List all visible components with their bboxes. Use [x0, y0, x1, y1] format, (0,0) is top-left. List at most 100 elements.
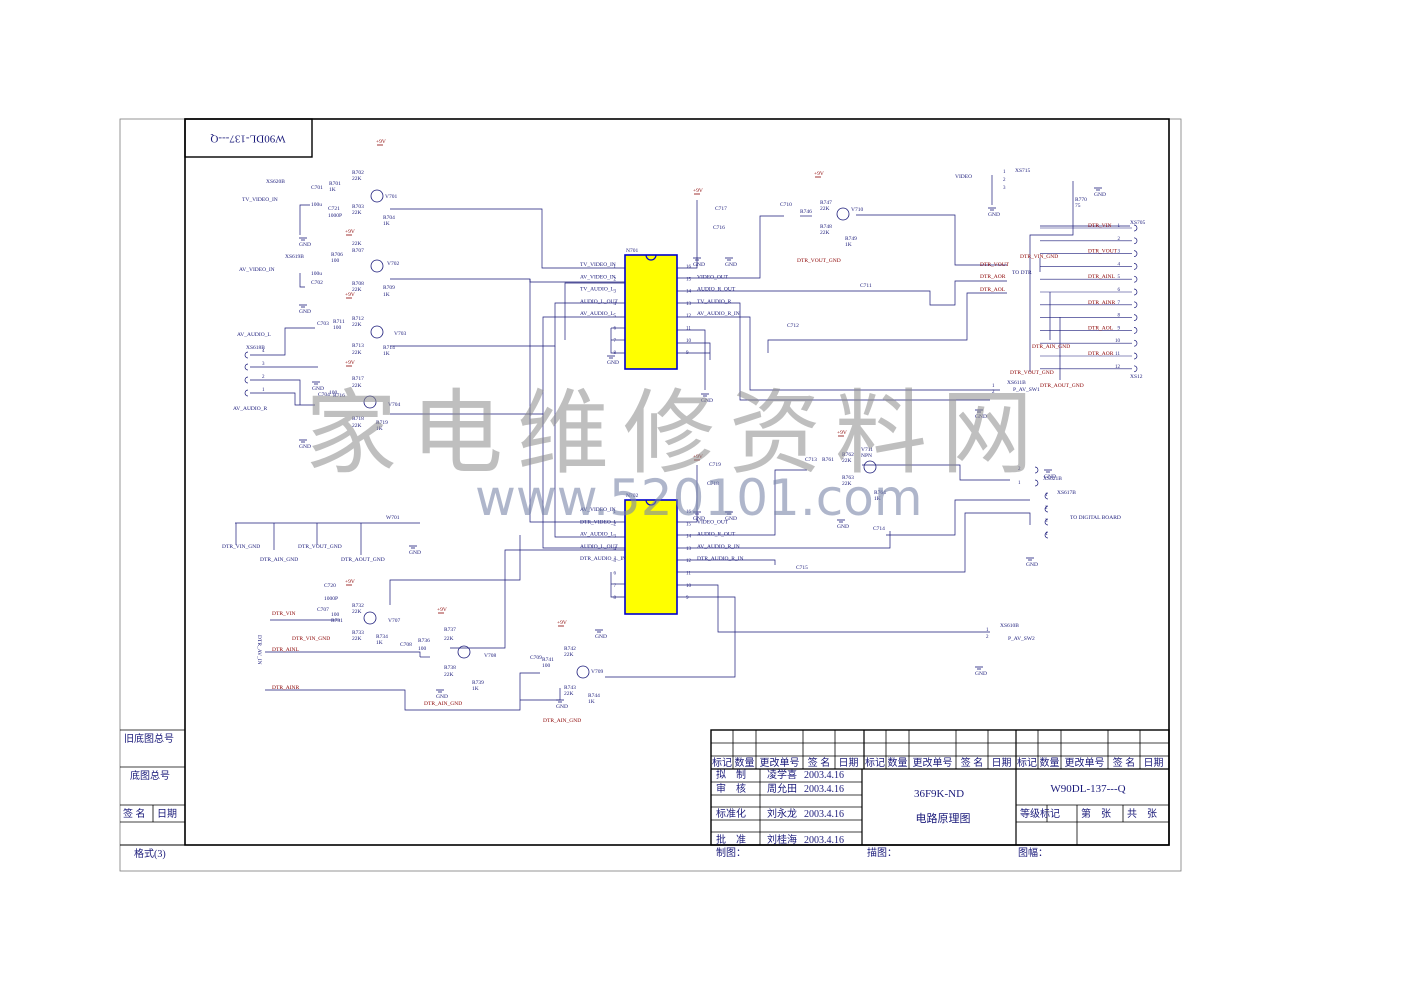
r704-ref: R704 [383, 215, 395, 221]
c704-ref: C704 [318, 392, 330, 398]
jack-icon [1133, 250, 1138, 257]
jack-icon [1044, 492, 1049, 500]
v701-ref: V701 [385, 194, 397, 200]
v710-ref: V710 [851, 207, 863, 213]
jack-icon [1133, 327, 1138, 334]
ic-pin-name: AV_AUDIO_L [580, 311, 614, 317]
c721-val: 1000P [328, 213, 342, 219]
jack-icon [1133, 288, 1138, 296]
xs705-pin-name: DTR_AINL [1088, 274, 1116, 280]
r731-ref: R731 [331, 618, 343, 624]
inner-frame [184, 118, 1170, 846]
transistor-v701[interactable] [370, 189, 384, 203]
r714-ref: R714 [383, 345, 395, 351]
rev-header: 标记 [865, 757, 885, 769]
transistor-v707[interactable] [363, 611, 377, 625]
xs705-connector: 1DTR_VIN23DTR_VOUT45DTR_AINL67DTR_AINR89… [244, 223, 1138, 539]
r770-ref: R770 [1075, 197, 1087, 203]
dtr-av-in-label: DTR_AV_IN [256, 635, 262, 665]
rev-header: 标记 [1017, 757, 1037, 769]
ic-n701-ref: N701 [626, 248, 638, 254]
gnd-label: GND [1094, 192, 1106, 198]
transistor-v710[interactable] [836, 207, 850, 221]
gnd-label: GND [837, 524, 849, 530]
transistor-v702[interactable] [370, 259, 384, 273]
video-label: VIDEO [955, 174, 972, 180]
r706-val: 100 [331, 258, 340, 264]
r770-val: 75 [1075, 203, 1081, 209]
c707-val: 100 [331, 612, 340, 618]
ic-pin-number: 3 [614, 290, 617, 295]
ic-pin-number: 12 [686, 314, 692, 319]
c701-ref: C701 [311, 185, 323, 191]
ic-pin-number: 10 [686, 584, 692, 589]
xs618b-ref: XS618B [246, 345, 265, 351]
ic-pin-number: 14 [686, 290, 692, 295]
transistor-v703[interactable] [370, 325, 384, 339]
left-strip-text: 旧底图总号 底图总号 签 名 日期 格式(3) [123, 732, 177, 860]
r708-ref: R708 [352, 281, 364, 287]
r746-ref: R746 [800, 209, 812, 215]
base-no-label: 底图总号 [130, 769, 170, 782]
transistor-v708[interactable] [457, 645, 471, 659]
xs618b-pin-4: 4 [262, 349, 265, 354]
r739-ref: R739 [472, 680, 484, 686]
r703-val: 22K [352, 210, 362, 216]
ic-n701[interactable]: N701 [624, 248, 678, 370]
jack-icon [1133, 365, 1138, 373]
jack-icon [1133, 224, 1138, 232]
c715-ref: C715 [796, 565, 808, 571]
c717-ref: C717 [715, 206, 727, 212]
c718-ref: C718 [707, 481, 719, 487]
ic-n702-ref: N702 [626, 493, 638, 499]
role-date: 2003.4.16 [804, 809, 844, 820]
r719-ref: R719 [376, 420, 388, 426]
r749-ref: R749 [845, 236, 857, 242]
grade-mark: 等级标记 [1020, 807, 1060, 820]
ic-pin-name: AV_AUDIO_R_IN [697, 544, 740, 550]
left-strip [120, 729, 185, 823]
r716-ref: R716 [333, 393, 345, 399]
watermark: 家电维修资料网 www.520101.com [305, 380, 1033, 527]
ic-pin-number: 8 [614, 596, 617, 601]
r743-val: 22K [564, 691, 574, 697]
dtr-ainr-label: DTR_AINR [272, 685, 300, 691]
r706-ref: R706 [331, 252, 343, 258]
c713-ref: C713 [805, 457, 817, 463]
ic-n702[interactable]: N702 [624, 493, 678, 615]
xs715-pin-2: 2 [1003, 178, 1006, 183]
transistor-v709[interactable] [576, 665, 590, 679]
zhitu-label: 制图： [716, 846, 746, 859]
r761-ref: R761 [822, 457, 834, 463]
xs705-pin-number: 12 [1115, 365, 1121, 370]
ic-pin-number: 15 [686, 277, 692, 282]
xs621b-pin-2: 2 [1018, 467, 1021, 472]
r707-val: 22K [352, 241, 362, 247]
jack-icon [244, 389, 249, 397]
old-base-no-label: 旧底图总号 [124, 732, 174, 745]
xs705-pin-number: 2 [1118, 237, 1121, 242]
dtr-aor-label: DTR_AOR [980, 274, 1006, 280]
jack-icon [1034, 479, 1039, 487]
xs715-pin-3: 3 [1003, 186, 1006, 191]
r719-val: 1K [376, 426, 383, 432]
r741-val: 100 [542, 663, 551, 669]
role-date: 2003.4.16 [804, 835, 844, 846]
vcc-label: +9V [376, 139, 386, 145]
c702-ref: C702 [311, 280, 323, 286]
ic-pin-name: AUDIO_R_OUT [697, 532, 736, 538]
vcc-label: +9V [557, 620, 567, 626]
role-label: 拟 制 [716, 768, 746, 781]
role-name: 刘永龙 [767, 807, 797, 820]
ic-pin-name: AV_AUDIO_L [580, 532, 614, 538]
transistor-v704[interactable] [363, 395, 377, 409]
ic-pin-number: 13 [686, 302, 692, 307]
xs705-pin-number: 9 [1118, 326, 1121, 331]
rev-header: 签 名 [1113, 756, 1136, 769]
ic-pin-number: 3 [614, 535, 617, 540]
r704-val: 1K [383, 221, 390, 227]
dtr-vout-label: DTR_VOUT [980, 262, 1010, 268]
r762-ref: R762 [842, 452, 854, 458]
r764-ref: R764 [874, 490, 886, 496]
transistor-v711[interactable] [863, 460, 877, 474]
